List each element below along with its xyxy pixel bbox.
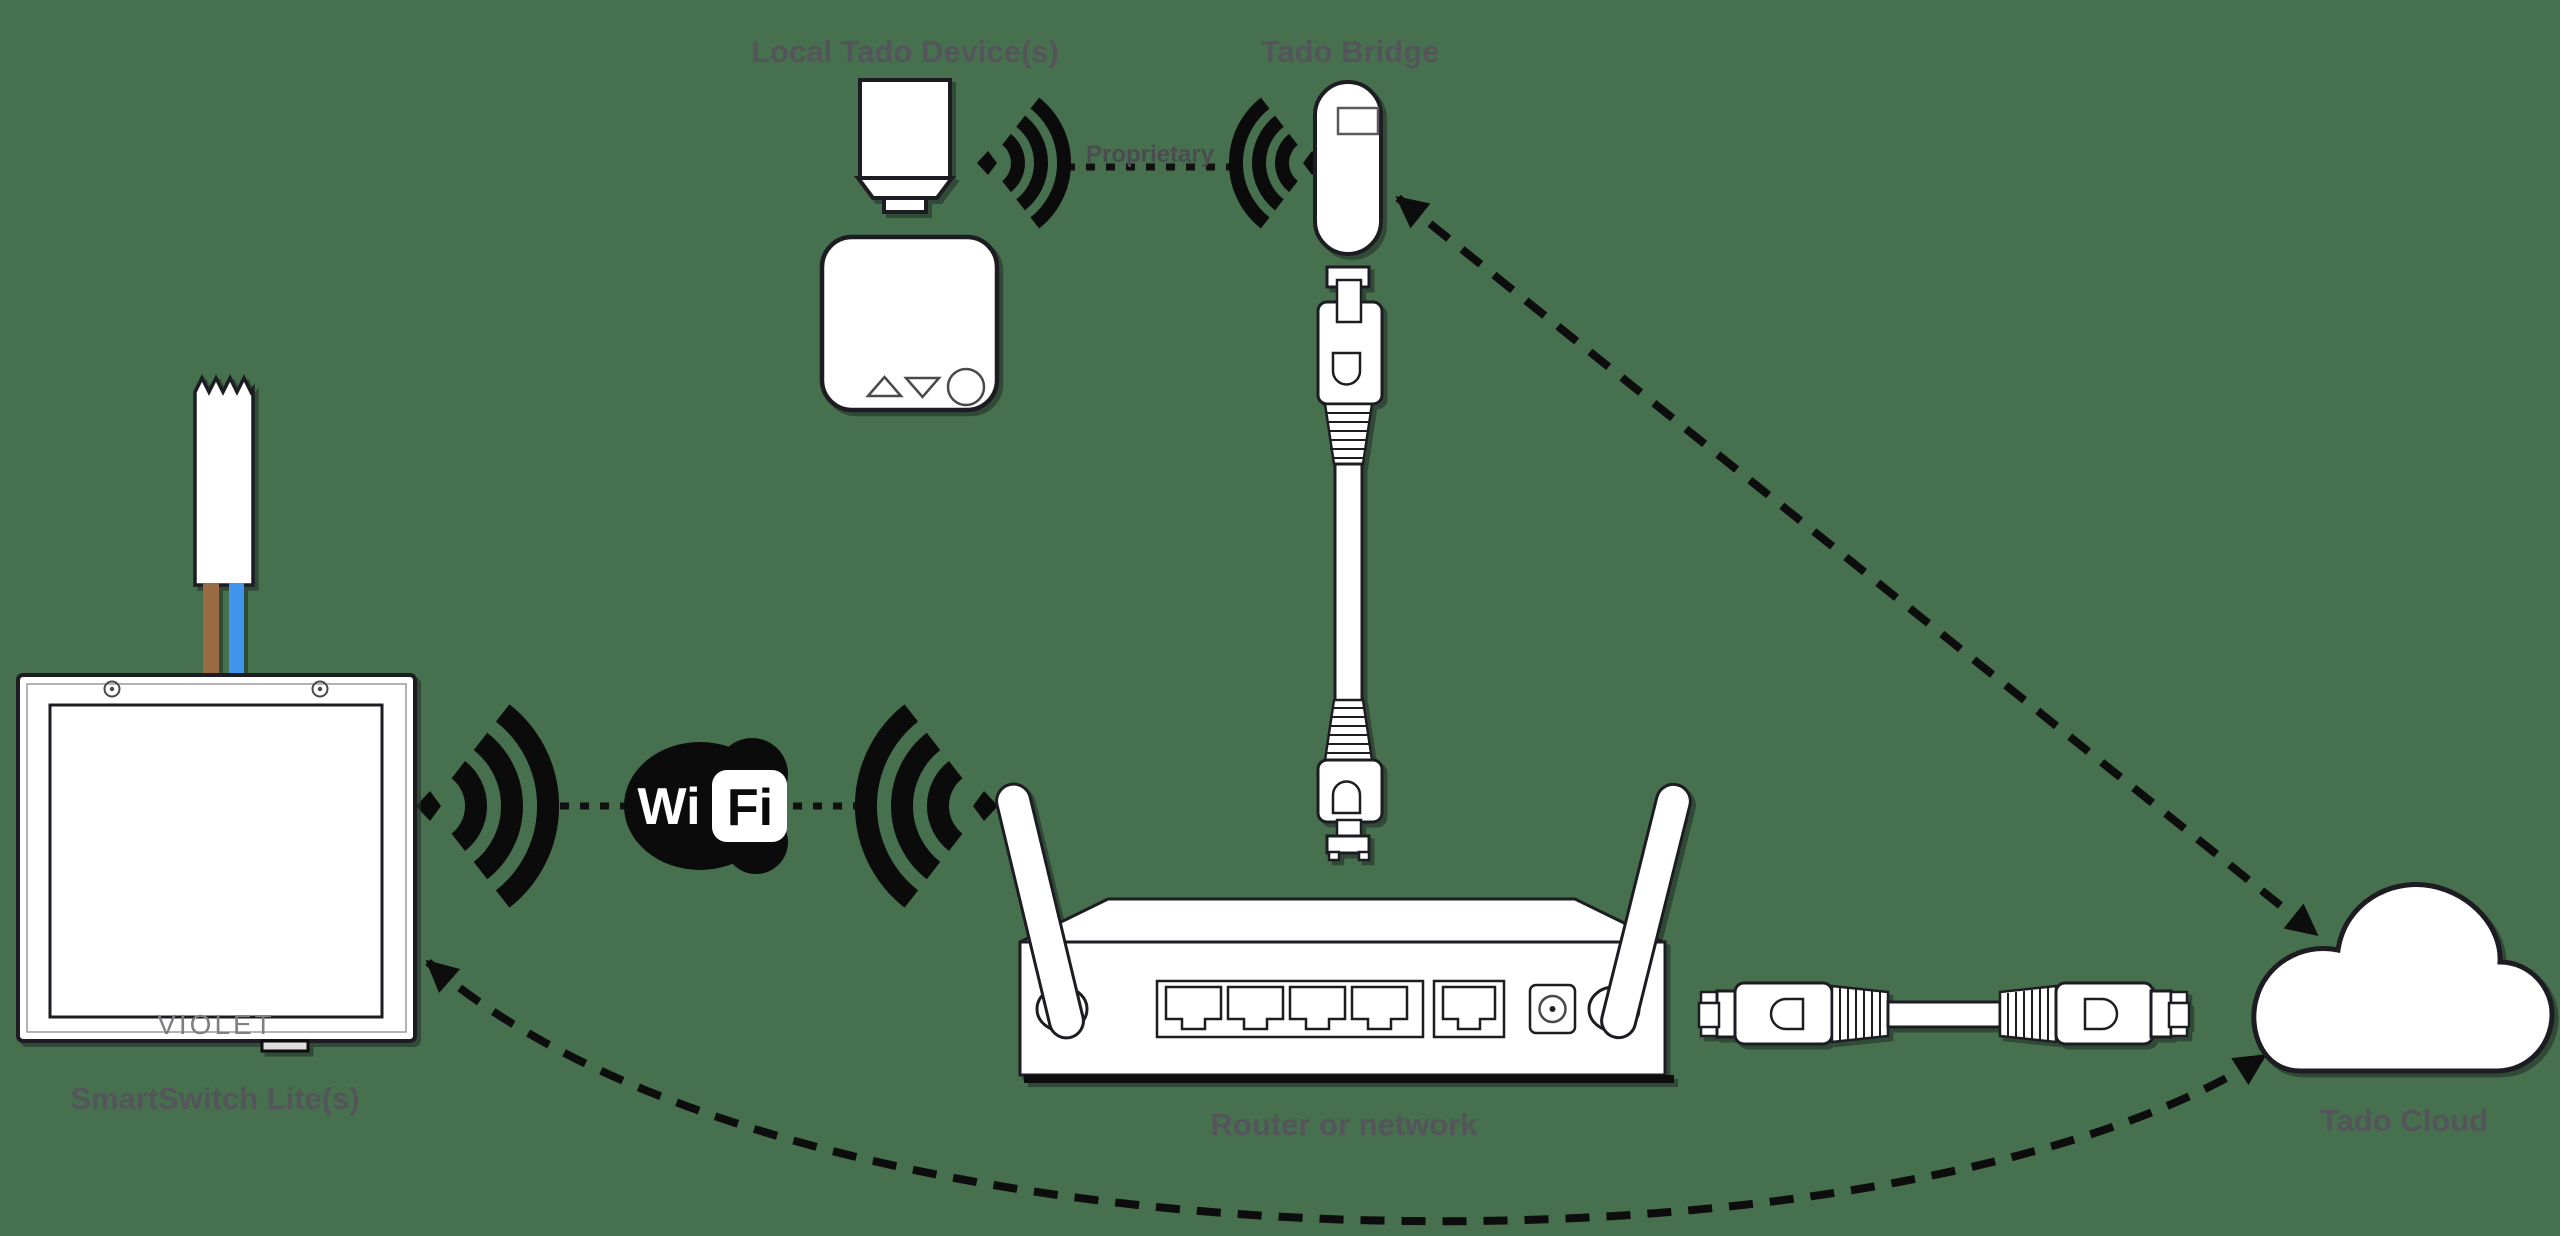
radiator-valve: [854, 78, 956, 214]
bridge-notch: [1336, 106, 1380, 136]
wire-blue: [229, 583, 244, 678]
label-smartswitch: SmartSwitch Lite(s): [70, 1081, 359, 1116]
label-local-devices: Local Tado Device(s): [751, 34, 1059, 69]
router-base-shadow: [1024, 1075, 1674, 1083]
label-router: Router or network: [1211, 1107, 1479, 1142]
wifi-logo-wi: Wi: [637, 778, 700, 836]
wifi-logo-fi: Fi: [727, 779, 773, 837]
switch-brand-label: VIOLET: [157, 1009, 275, 1040]
router: [995, 782, 1692, 1083]
dashed-arrow-cloud-switch: [425, 958, 2267, 1226]
smart-switch: VIOLET: [16, 374, 417, 1053]
dashed-arrow-bridge-cloud: [1395, 194, 2319, 938]
wire-brown: [203, 583, 219, 678]
cable-sheath: [193, 374, 255, 587]
wan-port: [1441, 985, 1497, 1031]
dial-circle-icon: [946, 367, 986, 407]
label-proprietary: Proprietary: [1086, 141, 1215, 168]
screw-icon: [311, 680, 329, 698]
label-cloud: Tado Cloud: [2320, 1103, 2488, 1138]
tado-cloud: [2251, 882, 2555, 1074]
router-antenna-right: [1600, 782, 1692, 1040]
label-bridge: Tado Bridge: [1261, 34, 1440, 69]
ethernet-cable-bridge-router: [1316, 265, 1384, 862]
ethernet-cable-router-cloud: [1697, 981, 2191, 1046]
tado-bridge: [1313, 80, 1383, 256]
triangle-down-icon: [903, 376, 942, 399]
wifi-logo-icon: Wi Fi: [624, 738, 788, 874]
router-antenna-left: [995, 782, 1085, 1040]
screw-icon: [103, 680, 121, 698]
triangle-up-icon: [865, 375, 904, 398]
switch-screen: [48, 703, 384, 1019]
smart-thermostat: [819, 234, 1000, 413]
switch-bottom-tab: [260, 1039, 310, 1053]
